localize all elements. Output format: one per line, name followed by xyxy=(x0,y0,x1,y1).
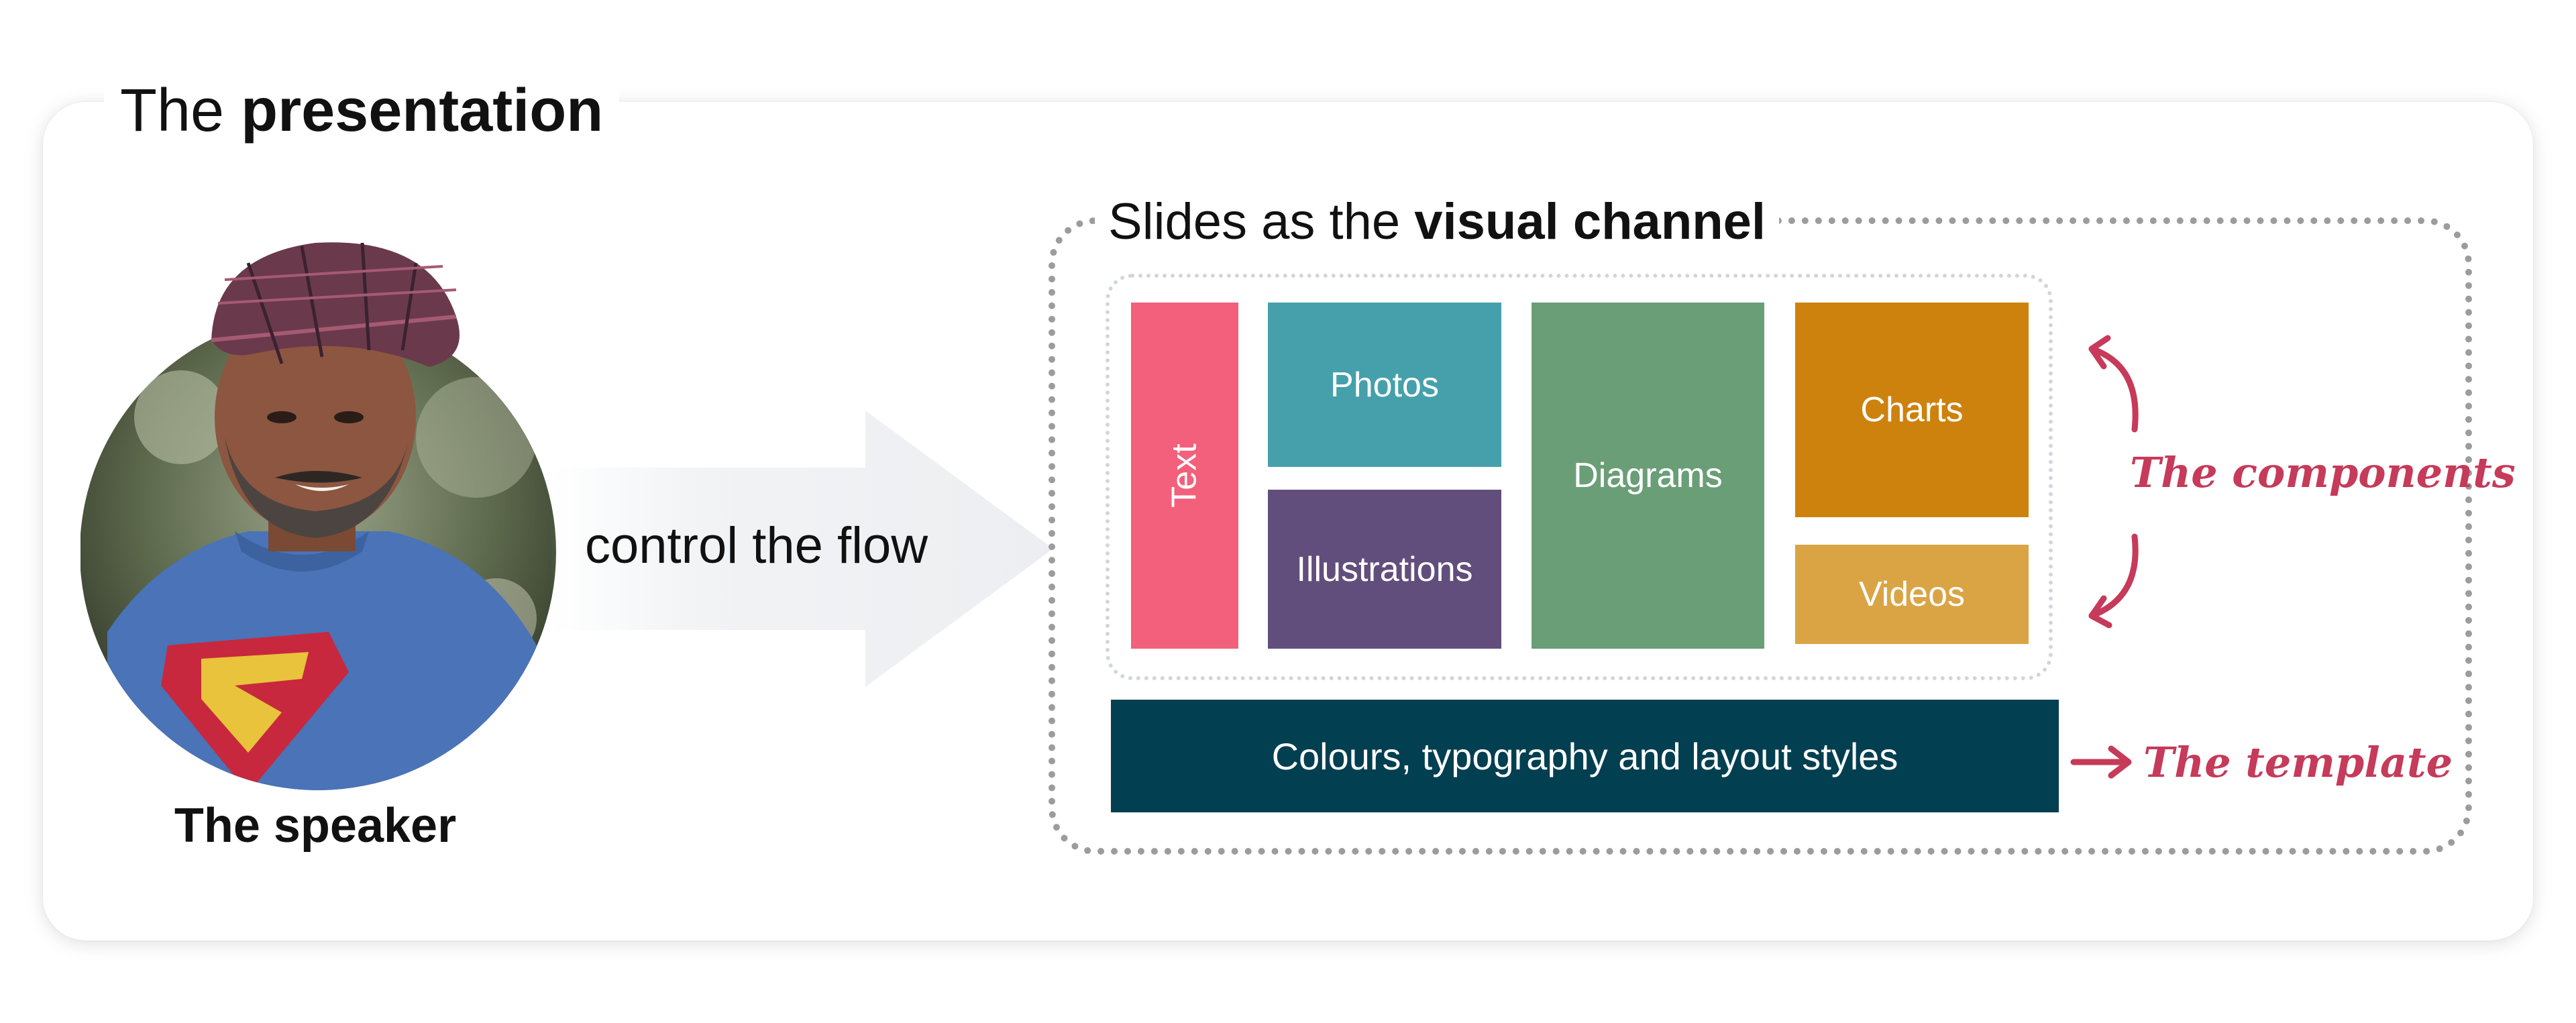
title-bold: presentation xyxy=(241,77,604,144)
flow-arrow xyxy=(550,411,1053,687)
component-charts: Charts xyxy=(1795,303,2029,517)
component-videos: Videos xyxy=(1795,545,2029,644)
component-text: Text xyxy=(1131,303,1238,649)
component-photos: Photos xyxy=(1268,303,1501,467)
title-prefix: The xyxy=(120,77,225,144)
components-arrows-icon xyxy=(2088,335,2139,629)
channel-title-prefix: Slides as the xyxy=(1108,193,1401,250)
speaker-photo xyxy=(80,242,556,790)
channel-title-bold: visual channel xyxy=(1414,193,1766,250)
component-illustrations: Illustrations xyxy=(1268,490,1501,649)
component-diagrams: Diagrams xyxy=(1532,303,1764,649)
component-text-label: Text xyxy=(1165,443,1204,508)
template-annotation: The template xyxy=(2143,738,2453,787)
presentation-title: The presentation xyxy=(104,67,620,154)
visual-channel-title: Slides as the visual channel xyxy=(1095,185,1780,259)
flow-label: control the flow xyxy=(585,517,928,574)
speaker-label: The speaker xyxy=(174,799,457,853)
components-annotation: The components xyxy=(2130,448,2516,497)
template-bar: Colours, typography and layout styles xyxy=(1111,700,2059,812)
template-arrow-icon xyxy=(2070,745,2132,779)
components-area xyxy=(1106,274,2053,680)
